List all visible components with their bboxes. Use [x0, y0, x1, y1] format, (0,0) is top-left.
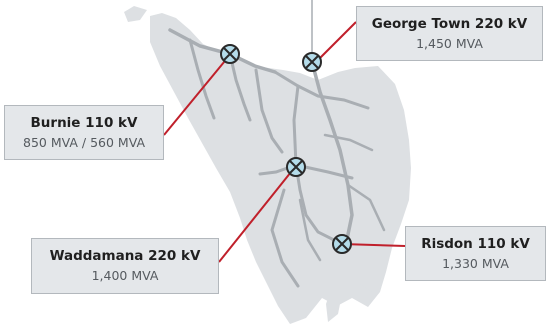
callout-burnie: Burnie 110 kV 850 MVA / 560 MVA [4, 105, 164, 160]
leader-risdon [341, 243, 406, 247]
callout-waddamana: Waddamana 220 kV 1,400 MVA [31, 238, 219, 294]
leader-waddamana [218, 166, 296, 263]
leader-george-town [317, 21, 357, 61]
north-island [124, 6, 147, 22]
substation-capacity: 1,330 MVA [442, 256, 509, 271]
substation-capacity: 1,400 MVA [91, 268, 159, 283]
callout-george-town: George Town 220 kV 1,450 MVA [356, 6, 543, 61]
substation-name: Waddamana 220 kV [49, 248, 201, 264]
substation-marker-icon[interactable] [220, 44, 240, 64]
substation-name: Risdon 110 kV [421, 236, 530, 252]
substation-marker-icon[interactable] [332, 234, 352, 254]
substation-capacity: 850 MVA / 560 MVA [23, 135, 145, 150]
substation-marker-icon[interactable] [286, 157, 306, 177]
south-east-peninsula [352, 252, 386, 292]
substation-name: Burnie 110 kV [30, 115, 138, 131]
leader-lines [163, 21, 406, 263]
bruny-island [326, 286, 342, 322]
substation-capacity: 1,450 MVA [416, 36, 483, 51]
substation-name: George Town 220 kV [371, 16, 528, 32]
callout-risdon: Risdon 110 kV 1,330 MVA [405, 226, 546, 281]
substation-marker-icon[interactable] [302, 52, 322, 72]
leader-burnie [163, 55, 230, 136]
